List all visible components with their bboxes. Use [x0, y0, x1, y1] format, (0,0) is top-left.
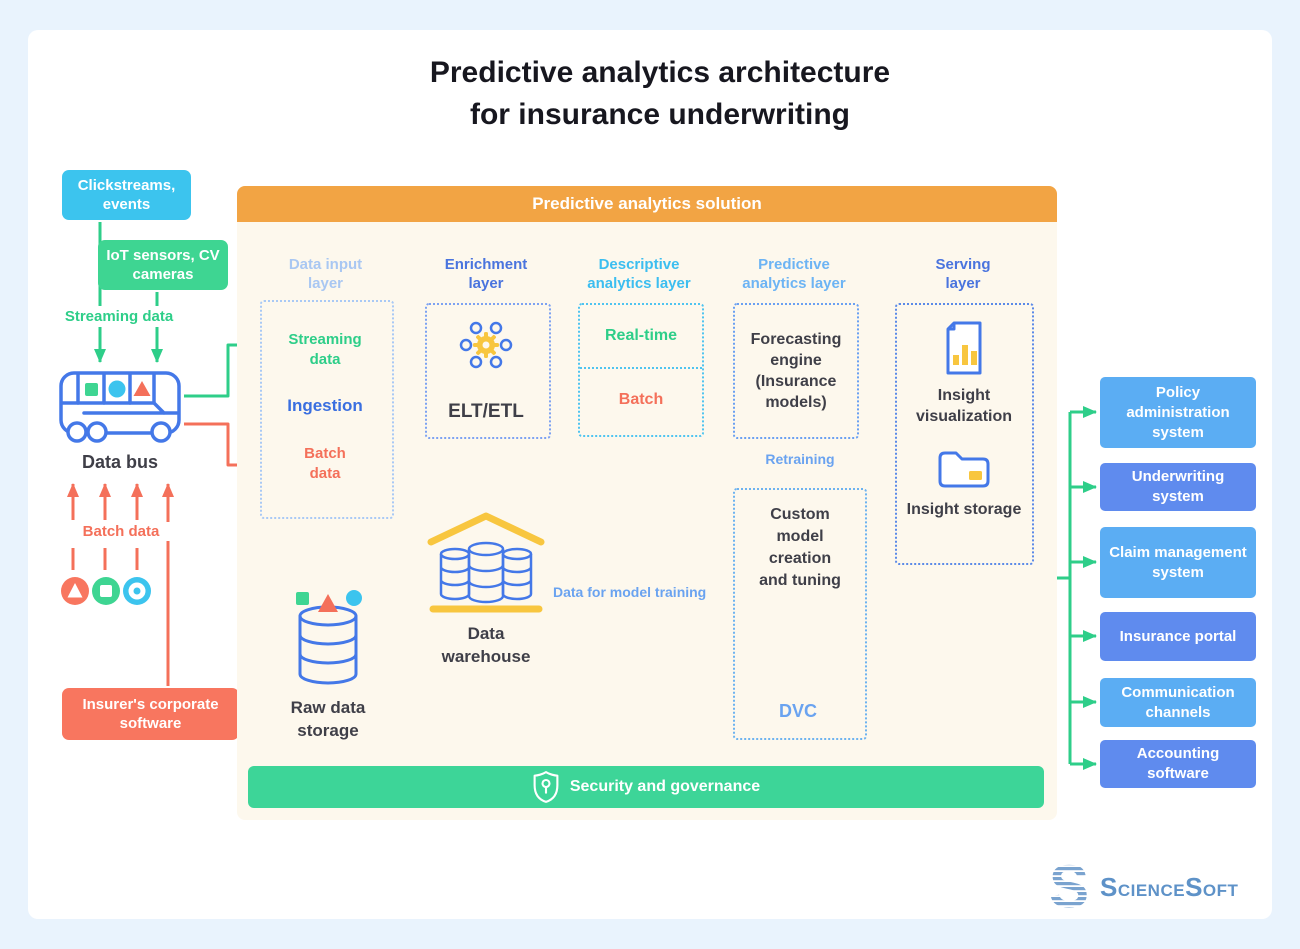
- insight-storage-label: Insight storage: [906, 501, 1022, 518]
- system-claim-management: Claim management system: [1100, 527, 1256, 598]
- clickstreams-label: Clickstreams, events: [77, 177, 176, 213]
- circle-source-icon: [123, 577, 151, 605]
- document-chart-icon: [946, 321, 982, 375]
- security-label: Security and governance: [569, 778, 761, 795]
- dvc-label: DVC: [778, 701, 817, 721]
- logo-part-2: CIENCE: [1117, 880, 1186, 900]
- input-batch-label: Batch data: [304, 445, 346, 482]
- page-title-line1: Predictive analytics architecture: [429, 56, 891, 89]
- layer-label-enrichment: Enrichment layer: [444, 256, 528, 292]
- data-bus-label: Data bus: [81, 452, 159, 472]
- custom-model-label: Custom model creation and tuning: [759, 506, 841, 589]
- logo-part-3: S: [1185, 871, 1203, 902]
- layer-label-data-input: Data input layer: [288, 256, 363, 292]
- solution-header: Predictive analytics solution: [237, 186, 1057, 222]
- logo-part-4: OFT: [1202, 880, 1239, 900]
- shield-icon: [533, 771, 559, 803]
- system-policy-administration: Policy administration system: [1100, 377, 1256, 448]
- sciencesoft-logo-text: SCIENCESOFT: [1100, 872, 1238, 903]
- system-accounting-software: Accounting software: [1100, 740, 1256, 788]
- system-communication-channels: Communication channels: [1100, 678, 1256, 727]
- gear-molecule-icon: [459, 321, 513, 369]
- batch-data-label: Batch data: [61, 522, 181, 541]
- input-streaming-label: Streaming data: [288, 331, 362, 368]
- layer-label-serving: Serving layer: [935, 256, 991, 292]
- serving-layer-box: Insight visualization Insight storage: [895, 303, 1034, 565]
- square-source-icon: [92, 577, 120, 605]
- insight-visualization-label: Insight visualization: [915, 387, 1013, 425]
- batch-source-icons: [61, 577, 151, 605]
- elt-etl-label: ELT/ETL: [448, 401, 524, 422]
- warehouse-icon: [427, 512, 545, 613]
- raw-storage-label: Raw data storage: [290, 698, 366, 740]
- batch-cell: Batch: [618, 391, 664, 408]
- bus-icon: [59, 371, 181, 443]
- folder-icon: [938, 451, 990, 488]
- forecasting-engine-label: Forecasting engine (Insurance models): [750, 331, 842, 411]
- solution-header-label: Predictive analytics solution: [532, 194, 762, 213]
- security-bar: Security and governance: [248, 766, 1044, 808]
- system-underwriting: Underwriting system: [1100, 463, 1256, 511]
- database-cylinder-icon: [296, 590, 362, 685]
- layer-label-descriptive: Descriptive analytics layer: [587, 256, 691, 292]
- page-title: Predictive analytics architecture for in…: [320, 52, 1000, 136]
- page-title-line2: for insurance underwriting: [469, 98, 851, 131]
- triangle-source-icon: [61, 577, 89, 605]
- clickstreams-box: Clickstreams, events: [62, 170, 191, 220]
- system-insurance-portal: Insurance portal: [1100, 612, 1256, 661]
- iot-label: IoT sensors, CV cameras: [106, 247, 220, 283]
- retraining-label: Retraining: [765, 451, 835, 467]
- insurer-software-label: Insurer's corporate software: [82, 696, 219, 732]
- realtime-cell: Real-time: [580, 305, 702, 369]
- iot-box: IoT sensors, CV cameras: [98, 240, 228, 290]
- enrichment-layer-box: ELT/ETL: [425, 303, 551, 439]
- data-input-layer-box: Streaming data Ingestion Batch data: [260, 300, 394, 519]
- solution-panel: [237, 222, 1057, 820]
- descriptive-layer-box: Real-time Batch: [578, 303, 704, 437]
- layer-label-predictive: Predictive analytics layer: [742, 256, 846, 292]
- training-data-label: Data for model training: [553, 584, 707, 600]
- logo-part-1: S: [1100, 871, 1118, 902]
- forecasting-engine-box: Forecasting engine (Insurance models): [733, 303, 859, 439]
- data-warehouse-label: Data warehouse: [441, 624, 531, 666]
- input-ingestion-label: Ingestion: [287, 396, 363, 415]
- streaming-data-label: Streaming data: [49, 306, 189, 327]
- sciencesoft-logo-icon: S: [1046, 862, 1092, 911]
- sciencesoft-logo: S SCIENCESOFT: [1046, 862, 1238, 912]
- insurer-software-box: Insurer's corporate software: [62, 688, 239, 740]
- custom-model-box: Custom model creation and tuning DVC: [733, 488, 867, 740]
